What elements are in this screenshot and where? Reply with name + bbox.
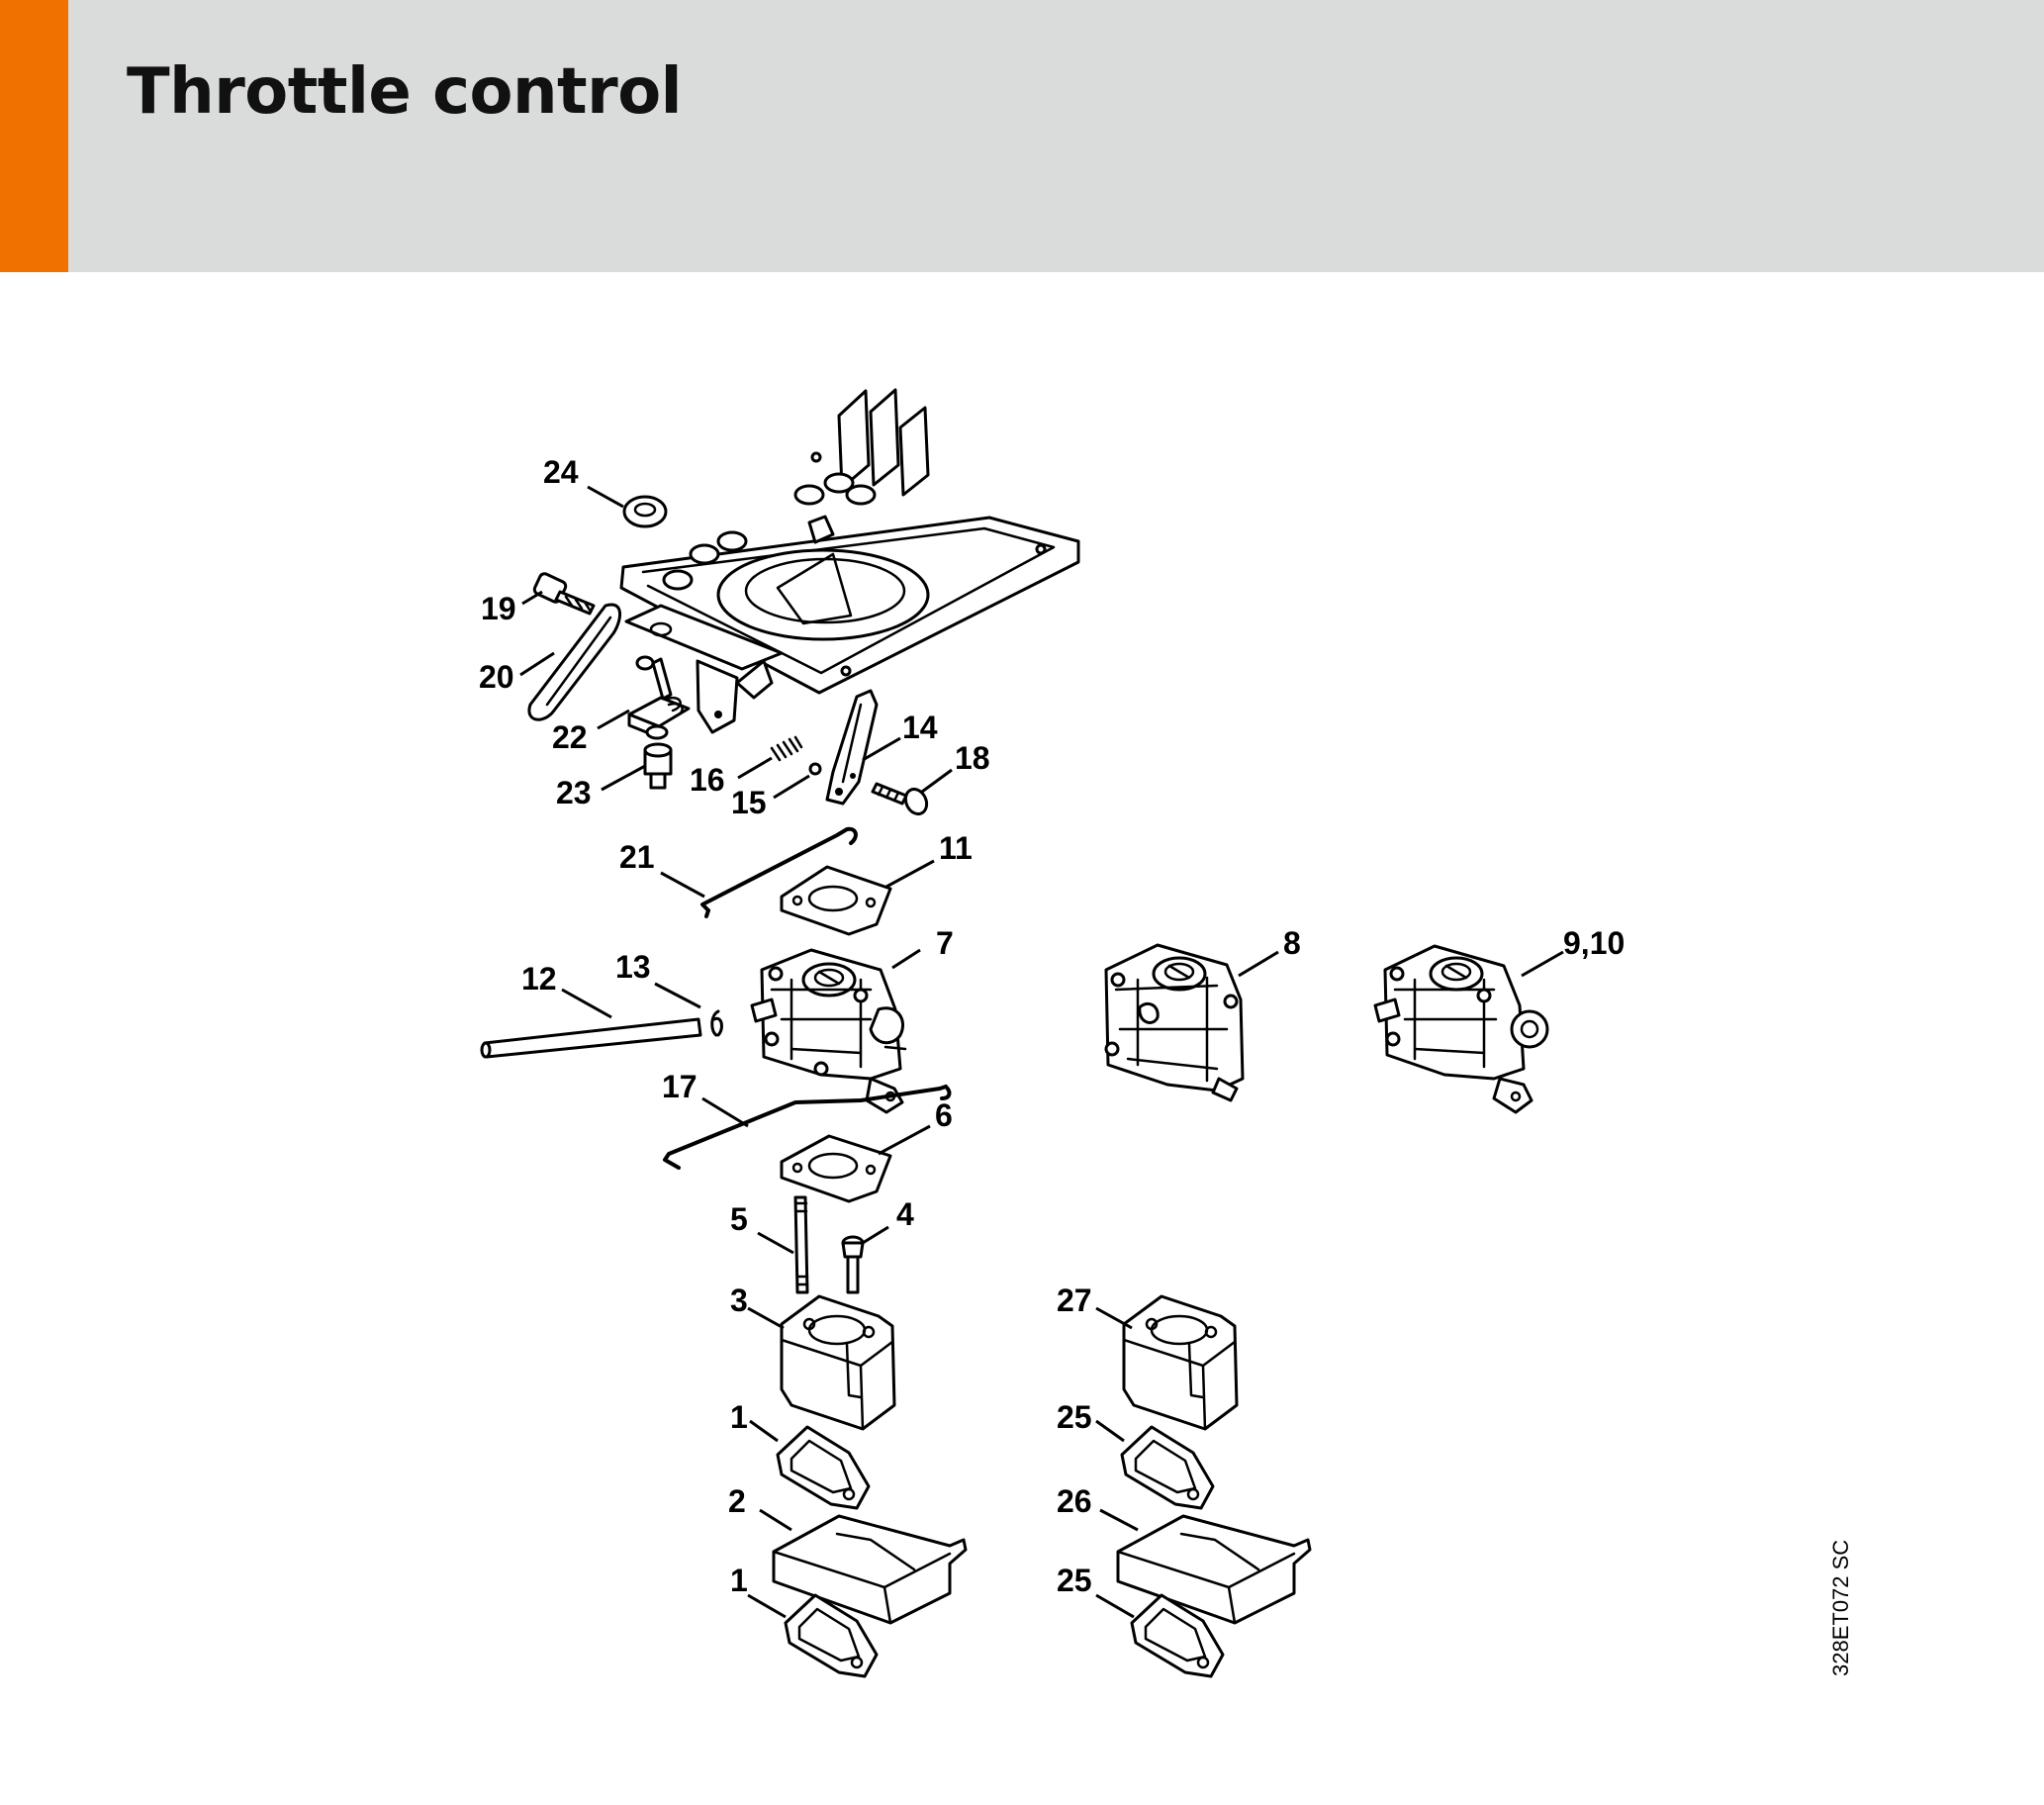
callout-7: 7	[936, 925, 954, 961]
callout-2: 2	[728, 1483, 746, 1519]
callout-4: 4	[896, 1196, 914, 1232]
carburetor-box-plate[interactable]	[619, 388, 1080, 734]
callout-8: 8	[1283, 925, 1301, 961]
page-header: Throttle control	[0, 0, 2044, 272]
part-21-rod[interactable]	[700, 826, 858, 918]
part-26-flange[interactable]	[1116, 1514, 1312, 1625]
callout-6: 6	[935, 1097, 953, 1133]
callout-15: 15	[731, 785, 767, 820]
callout-1-lower: 1	[730, 1563, 748, 1598]
part-2-flange[interactable]	[772, 1514, 968, 1625]
callout-14: 14	[902, 710, 938, 745]
callout-20: 20	[479, 659, 514, 695]
callout-25-upper: 25	[1057, 1399, 1092, 1435]
part-17-rod[interactable]	[663, 1085, 952, 1170]
part-13-clip[interactable]	[710, 1009, 723, 1037]
callout-25-lower: 25	[1057, 1563, 1092, 1598]
callout-26: 26	[1057, 1483, 1092, 1519]
callout-13: 13	[615, 949, 651, 985]
callout-27: 27	[1057, 1282, 1092, 1318]
part-18-screw[interactable]	[871, 782, 931, 817]
part-15-ball[interactable]	[808, 762, 822, 776]
part-24-nut[interactable]	[622, 495, 668, 528]
page-title: Throttle control	[127, 55, 683, 129]
part-14-lever[interactable]	[825, 689, 879, 806]
part-3-manifold[interactable]	[780, 1294, 896, 1431]
part-23-sleeve[interactable]	[643, 724, 673, 790]
leader-lines	[519, 485, 1564, 1619]
part-20-link[interactable]	[527, 603, 621, 721]
callout-3: 3	[730, 1282, 748, 1318]
part-25-gasket-upper[interactable]	[1120, 1425, 1215, 1510]
callout-19: 19	[481, 591, 516, 626]
part-19-screw[interactable]	[532, 572, 596, 616]
callout-17: 17	[662, 1069, 697, 1104]
callout-21: 21	[619, 839, 655, 875]
callout-24: 24	[543, 454, 579, 490]
header-accent-bar	[0, 0, 68, 272]
callout-1-upper: 1	[730, 1399, 748, 1435]
part-16-spring[interactable]	[770, 735, 803, 762]
callout-22: 22	[552, 719, 588, 755]
part-4-screw[interactable]	[841, 1235, 865, 1294]
callout-labels: 24 19 20 22 23 16 15 14 18 21 11 7 8 9,1…	[479, 454, 1625, 1598]
callout-23: 23	[556, 775, 592, 810]
part-1-gasket-upper[interactable]	[776, 1425, 871, 1510]
callout-9-10: 9,10	[1563, 925, 1625, 961]
part-6-gasket[interactable]	[780, 1134, 892, 1203]
part-11-gasket[interactable]	[780, 865, 892, 936]
part-9-10-carburetor[interactable]	[1373, 944, 1549, 1114]
callout-5: 5	[730, 1201, 748, 1237]
part-8-carburetor[interactable]	[1104, 943, 1245, 1102]
callout-12: 12	[521, 961, 557, 997]
diagram-reference-code: 328ET072 SC	[1828, 1540, 1853, 1676]
callout-11: 11	[939, 830, 973, 866]
part-5-stud[interactable]	[793, 1195, 809, 1294]
callout-18: 18	[955, 740, 990, 776]
part-12-hose[interactable]	[480, 1017, 702, 1059]
part-7-carburetor[interactable]	[750, 948, 907, 1114]
callout-16: 16	[690, 762, 725, 798]
part-1-gasket-lower[interactable]	[784, 1593, 879, 1678]
part-25-gasket-lower[interactable]	[1130, 1593, 1225, 1678]
part-27-manifold[interactable]	[1122, 1294, 1239, 1431]
